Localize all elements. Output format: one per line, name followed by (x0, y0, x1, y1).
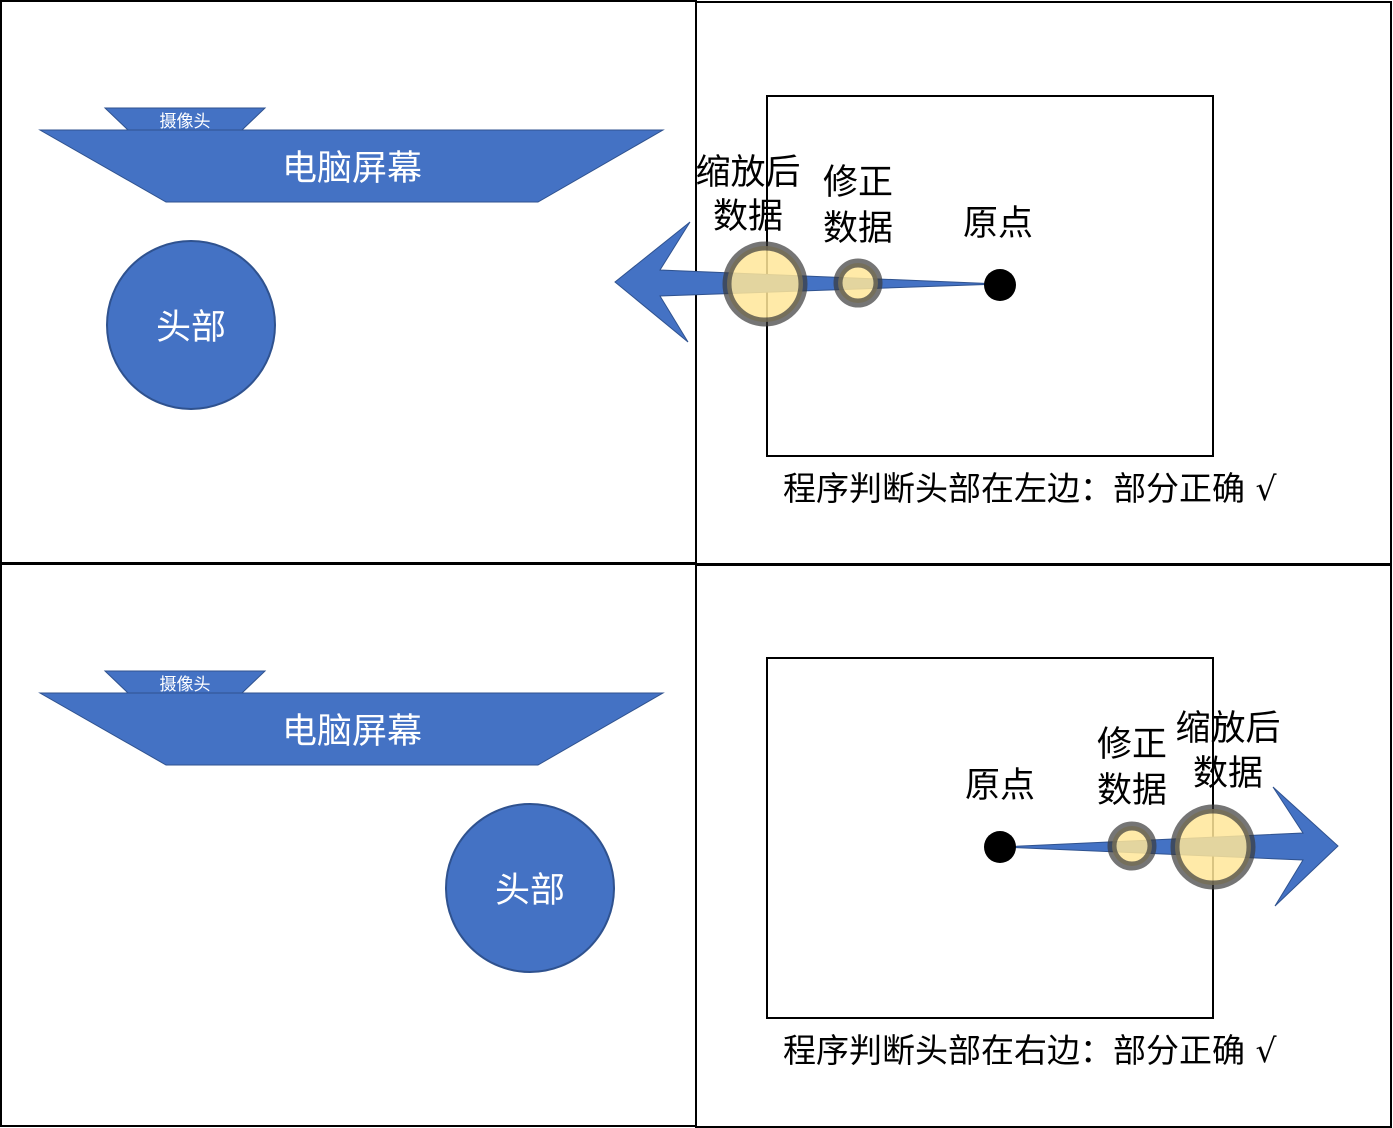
corrected-data-marker (1107, 821, 1157, 871)
result-diagram-bottom: 缩放后 数据 修正 数据 原点 程序判断头部在右边：部分正确 √ (766, 657, 1339, 1070)
scaled-data-label-line2: 数据 (713, 197, 783, 237)
scaled-data-marker (1170, 804, 1256, 890)
corrected-data-marker (833, 258, 883, 308)
bottom-right-cell (695, 564, 1392, 1128)
corrected-data-label-line2: 数据 (1097, 771, 1167, 811)
scaled-data-label-line1: 缩放后 (695, 153, 800, 193)
computer-screen-label: 电脑屏幕 (282, 149, 422, 189)
scaled-data-marker (722, 241, 808, 327)
result-caption: 程序判断头部在右边：部分正确 √ (783, 1031, 1277, 1070)
computer-screen-label: 电脑屏幕 (282, 712, 422, 752)
head-circle (445, 803, 615, 973)
result-diagram-top: 缩放后 数据 修正 数据 原点 程序判断头部在左边：部分正确 √ (614, 95, 1277, 508)
head-circle (106, 240, 276, 410)
scaled-data-label-line2: 数据 (1193, 754, 1263, 794)
scaled-data-label-line1: 缩放后 (1175, 709, 1280, 749)
corrected-data-label-line1: 修正 (823, 163, 893, 203)
origin-label: 原点 (965, 766, 1035, 806)
corrected-data-label-line1: 修正 (1097, 725, 1167, 765)
origin-label: 原点 (963, 204, 1033, 244)
computer-screen-shape (38, 129, 665, 203)
camera-label: 摄像头 (160, 675, 211, 695)
direction-arrow (614, 221, 1001, 343)
origin-dot (984, 831, 1016, 863)
result-caption: 程序判断头部在左边：部分正确 √ (783, 469, 1277, 508)
head-label: 头部 (156, 308, 226, 348)
setup-diagram-top: 摄像头 电脑屏幕 头部 (38, 107, 665, 410)
setup-diagram-bottom: 摄像头 电脑屏幕 头部 (38, 670, 665, 973)
computer-screen-shape (38, 692, 665, 766)
top-left-cell (0, 0, 697, 564)
direction-arrow (999, 786, 1339, 907)
corrected-data-label-line2: 数据 (823, 209, 893, 249)
head-label: 头部 (495, 871, 565, 911)
origin-dot (984, 269, 1016, 301)
camera-label: 摄像头 (160, 112, 211, 132)
